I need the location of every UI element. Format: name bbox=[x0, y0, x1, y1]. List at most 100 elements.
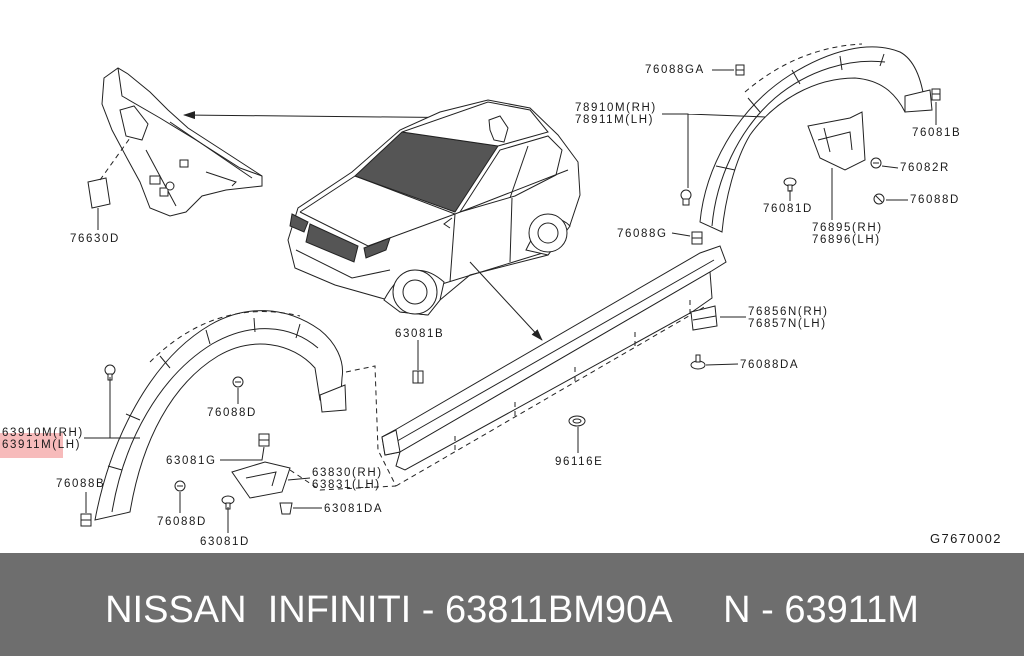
callout-63081B: 63081B bbox=[395, 328, 445, 340]
rear-inner-panel-tab-3 bbox=[159, 187, 169, 197]
clip-icon bbox=[680, 189, 692, 206]
callout-76088D-left: 76088D bbox=[207, 407, 257, 419]
front-mud-flap bbox=[231, 461, 291, 499]
callout-76082R: 76082R bbox=[900, 162, 950, 174]
leader-line bbox=[671, 232, 691, 237]
leader-line bbox=[705, 363, 739, 366]
callout-63830-RH: 63830(RH) bbox=[312, 467, 383, 479]
front-fender-liner-flange bbox=[149, 311, 301, 363]
callout-76088G: 76088G bbox=[617, 228, 668, 240]
clip-icon bbox=[690, 354, 706, 370]
rear-wheel-arch-liner-inner-edge bbox=[711, 60, 886, 227]
callout-63910M-RH: 63910M(RH) bbox=[2, 427, 84, 439]
front-fender-liner-body bbox=[94, 310, 344, 521]
rear-inner-panel-bolt bbox=[165, 181, 175, 191]
vehicle-headlight-left bbox=[289, 213, 309, 233]
callout-63081G: 63081G bbox=[166, 455, 217, 467]
vehicle-headlight-right bbox=[363, 237, 391, 259]
callout-76081D: 76081D bbox=[763, 203, 813, 215]
arrow-to-side-sill bbox=[469, 261, 543, 341]
rear-mud-guard-detail bbox=[817, 127, 853, 153]
rear-inner-panel-cut bbox=[205, 171, 237, 187]
rear-wheel-arch-liner-ribs bbox=[715, 53, 885, 171]
callout-76896-LH: 76896(LH) bbox=[812, 234, 881, 246]
rear-mud-guard-body bbox=[807, 111, 866, 171]
rear-wheel-arch-liner bbox=[699, 43, 933, 233]
vehicle-front-wheel bbox=[392, 269, 438, 315]
vehicle-mirror bbox=[443, 217, 453, 229]
part-number-text: NISSAN INFINITI - 63811BM90A N - 63911M bbox=[105, 589, 919, 631]
rear-mud-guard bbox=[807, 111, 866, 171]
rear-inner-panel-rib bbox=[169, 121, 253, 179]
diagram-area: 76088GA 78910M(RH) 78911M(LH) 76081B 760… bbox=[0, 43, 1002, 548]
leader-line bbox=[881, 165, 899, 169]
front-fender-liner-inner bbox=[111, 328, 319, 513]
vehicle-side-windows bbox=[458, 135, 563, 213]
callout-63831-LH: 63831(LH) bbox=[312, 479, 381, 491]
figure-code: G7670002 bbox=[930, 531, 1002, 546]
rear-wheel-arch-liner-end bbox=[904, 89, 933, 113]
callout-76088D-right: 76088D bbox=[910, 194, 960, 206]
vehicle-grille bbox=[305, 223, 359, 263]
callout-76081B: 76081B bbox=[912, 127, 962, 139]
callout-76088D-bottom: 76088D bbox=[157, 516, 207, 528]
front-fender-liner-ribs bbox=[107, 317, 301, 471]
callout-76856N-RH: 76856N(RH) bbox=[748, 306, 829, 318]
clip-icon bbox=[931, 88, 941, 101]
screw-icon bbox=[783, 177, 797, 192]
clip-icon bbox=[735, 64, 745, 76]
plug-icon bbox=[568, 415, 586, 427]
side-sill-dashed-base bbox=[395, 305, 707, 487]
vehicle-bumper bbox=[295, 249, 391, 279]
callout-76088DA: 76088DA bbox=[740, 359, 800, 371]
side-sill-end-tab bbox=[381, 429, 401, 456]
rear-inner-panel-hole bbox=[119, 105, 149, 141]
vehicle-b-pillar bbox=[509, 145, 529, 199]
rear-wheel-arch-liner-flange bbox=[744, 43, 863, 93]
clip-icon bbox=[870, 157, 882, 169]
front-mud-flap-detail bbox=[245, 471, 277, 487]
side-sill-crease bbox=[391, 259, 715, 445]
rear-inner-panel-rib-2 bbox=[145, 149, 177, 207]
leader-line bbox=[84, 377, 140, 439]
vehicle-rear-wheel bbox=[528, 213, 568, 253]
clip-icon bbox=[412, 370, 424, 384]
rear-inner-panel bbox=[101, 67, 263, 217]
vehicle-sill-line bbox=[441, 251, 547, 285]
clip-icon bbox=[691, 231, 703, 245]
callout-96116E: 96116E bbox=[555, 456, 604, 468]
parts-diagram bbox=[80, 43, 941, 533]
callout-76895-RH: 76895(RH) bbox=[812, 222, 883, 234]
vehicle-roof-bracket-mark bbox=[488, 115, 509, 143]
vehicle-roof bbox=[401, 101, 549, 147]
callout-63081D: 63081D bbox=[200, 536, 250, 548]
vehicle-front-rim bbox=[402, 279, 428, 305]
rear-inner-panel-tab-2 bbox=[149, 175, 161, 185]
callout-63911M-LH-highlighted: 63911M(LH) bbox=[2, 439, 82, 451]
pad-76630D bbox=[87, 177, 111, 209]
callout-63081DA: 63081DA bbox=[324, 503, 384, 515]
leader-line bbox=[287, 477, 311, 481]
screw-icon bbox=[174, 480, 186, 492]
callout-76630D: 76630D bbox=[70, 233, 120, 245]
front-fender-liner-tab bbox=[319, 384, 347, 413]
rear-inner-panel-body bbox=[101, 67, 263, 217]
callout-78911M-LH: 78911M(LH) bbox=[575, 114, 655, 126]
side-sill-lower-face bbox=[395, 271, 713, 471]
leader-line bbox=[662, 113, 766, 188]
screw-icon bbox=[232, 376, 244, 388]
rear-inner-panel-edge bbox=[117, 67, 263, 177]
front-fender-liner bbox=[94, 310, 347, 521]
rear-inner-panel-tab bbox=[179, 159, 189, 168]
vehicle bbox=[287, 99, 581, 316]
callout-76857N-LH: 76857N(LH) bbox=[748, 318, 827, 330]
clip-icon bbox=[279, 502, 293, 515]
highlight-box bbox=[0, 433, 63, 458]
callout-76088B: 76088B bbox=[56, 478, 106, 490]
vehicle-rear-rim bbox=[537, 222, 559, 244]
clip-icon bbox=[258, 433, 270, 447]
bracket-icon bbox=[690, 305, 718, 331]
front-mud-flap-dashed-link bbox=[289, 469, 397, 491]
leader-line bbox=[220, 446, 265, 461]
callout-78910M-RH: 78910M(RH) bbox=[575, 102, 657, 114]
